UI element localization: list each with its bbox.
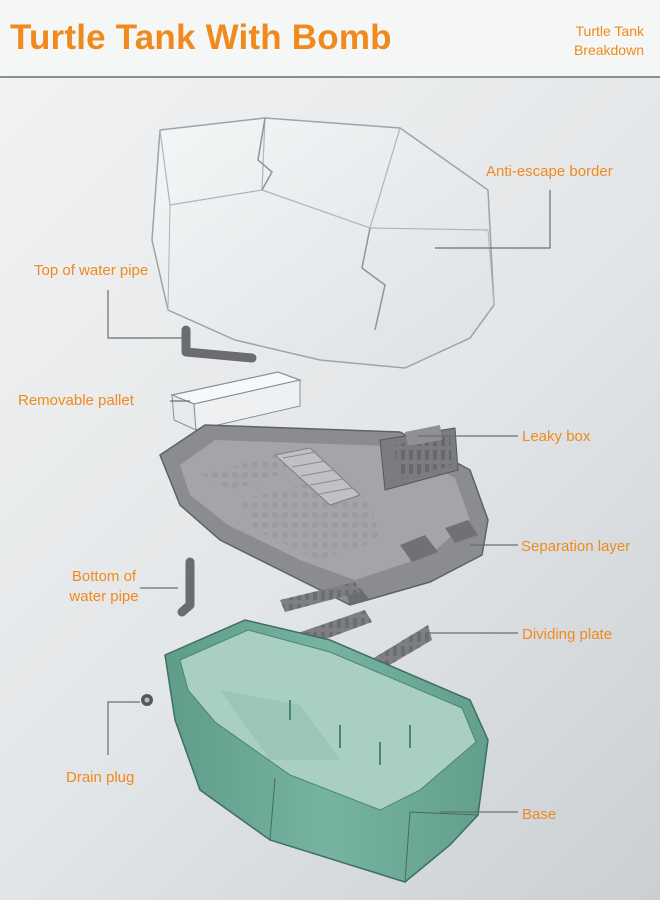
- header-bar: Turtle Tank With Bomb Turtle Tank Breakd…: [0, 0, 660, 78]
- drain-plug-part: [141, 694, 153, 706]
- water-pipe-top-part: [181, 325, 257, 363]
- water-pipe-bottom-part: [177, 557, 195, 617]
- subtitle-line-2: Breakdown: [573, 42, 644, 58]
- label-base: Base: [522, 806, 557, 823]
- label-bottom-of-water-pipe-line-1: Bottom of: [71, 568, 137, 585]
- anti-escape-border-part: [151, 117, 495, 369]
- label-bottom-of-water-pipe-line-2: water pipe: [69, 588, 139, 605]
- label-leaky-box: Leaky box: [522, 428, 591, 445]
- page-subtitle: Turtle Tank Breakdown: [534, 22, 644, 60]
- page-title: Turtle Tank With Bomb: [10, 18, 392, 57]
- label-dividing-plate: Dividing plate: [522, 626, 613, 643]
- removable-pallet-part: [169, 371, 303, 431]
- leader-anti-escape-border: [435, 190, 551, 249]
- label-drain-plug: Drain plug: [66, 769, 135, 786]
- label-separation-layer: Separation layer: [521, 538, 631, 555]
- label-removable-pallet: Removable pallet: [18, 392, 134, 409]
- leader-drain-plug: [107, 701, 140, 755]
- leader-lines: [107, 190, 551, 813]
- label-top-of-water-pipe: Top of water pipe: [34, 262, 149, 279]
- label-bottom-of-water-pipe: Bottom of water pipe: [62, 567, 146, 607]
- leaky-box-part: [379, 425, 459, 491]
- leader-top-of-water-pipe: [107, 290, 182, 339]
- subtitle-line-1: Turtle Tank: [575, 23, 644, 39]
- label-anti-escape-border: Anti-escape border: [486, 163, 613, 180]
- base-part: [164, 619, 489, 883]
